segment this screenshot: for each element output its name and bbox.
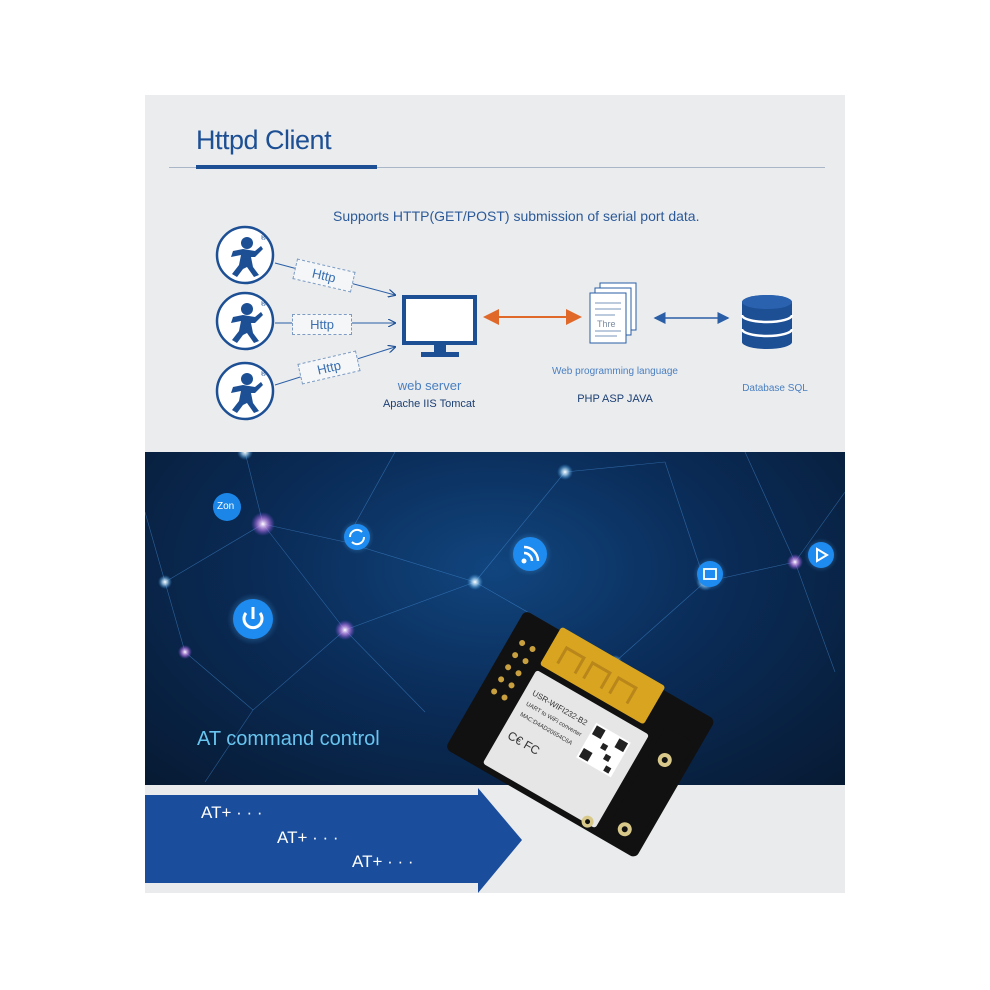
web-language-label: Web programming language [551, 366, 678, 377]
at-command-line: AT+ · · · [201, 803, 263, 822]
monitor-icon [402, 295, 477, 357]
at-command-label: AT command control [197, 728, 380, 750]
zone-label: Zon [217, 501, 234, 512]
section-subtitle: Supports HTTP(GET/POST) submission of se… [333, 208, 700, 224]
at-command-arrow [145, 788, 522, 893]
database-label: Database SQL [742, 383, 808, 394]
at-command-line: AT+ · · · [277, 828, 339, 847]
title-divider [169, 167, 825, 168]
play-icon [804, 538, 838, 572]
zone-icon: Zon [213, 493, 241, 521]
web-server-label: web server [397, 378, 462, 393]
http-request-tag: Http [292, 314, 352, 335]
title-underline [196, 165, 377, 169]
network-graphic: Zon [145, 444, 845, 783]
at-command-line: AT+ · · · [352, 852, 414, 871]
wifi-icon [508, 532, 552, 576]
refresh-icon [340, 520, 374, 554]
web-server-software: Apache IIS Tomcat [382, 398, 476, 410]
document-icon [589, 282, 637, 344]
httpd-client-section: Httpd Client Supports HTTP(GET/POST) sub… [145, 95, 845, 452]
document-text: Thre [597, 319, 616, 329]
web-language-list: PHP ASP JAVA [577, 393, 653, 405]
sync-icon [693, 557, 727, 591]
product-panel: Httpd Client Supports HTTP(GET/POST) sub… [145, 95, 845, 893]
http-flow-diagram: ® [215, 225, 794, 421]
power-icon [227, 593, 279, 645]
section-title: Httpd Client [196, 125, 332, 155]
module-shield [483, 670, 649, 828]
database-icon [740, 295, 794, 349]
wifi-module-image: USR-WIFI232-B2 UART to WiFi converter MA… [447, 612, 714, 857]
